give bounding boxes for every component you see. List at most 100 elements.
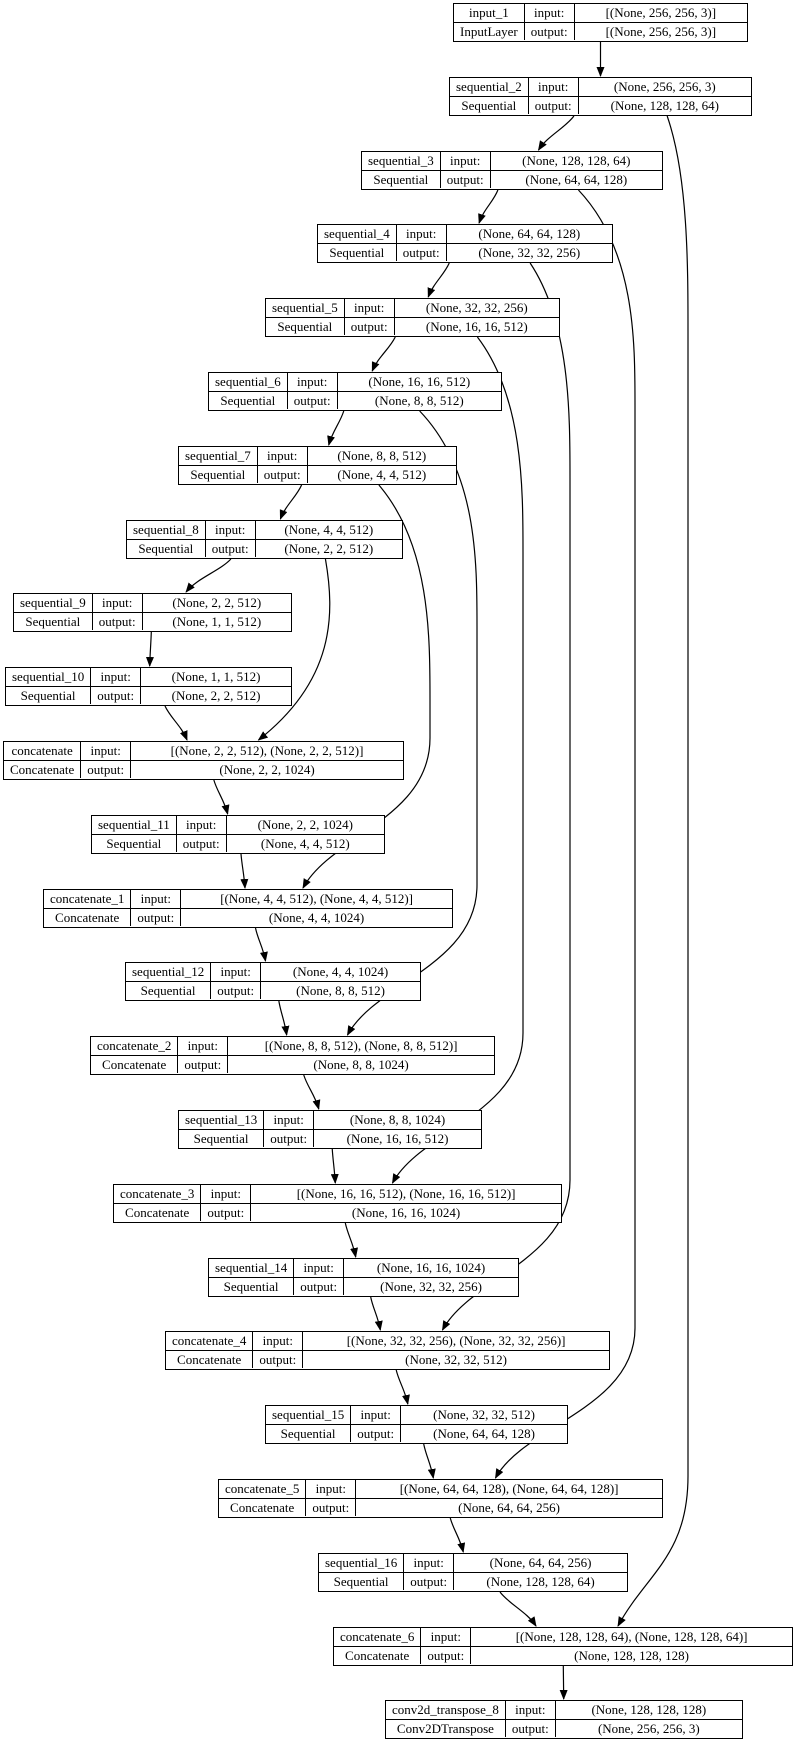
output-label: output: xyxy=(175,834,226,852)
edge-sequential_9-to-sequential_10 xyxy=(145,631,154,667)
output-shape: (None, 16, 16, 512) xyxy=(393,317,559,335)
input-label: input: xyxy=(252,1332,302,1350)
layer-type: Concatenate xyxy=(91,1055,178,1073)
input-label: input: xyxy=(200,1185,250,1203)
edge-sequential_14-to-concatenate_4 xyxy=(370,1296,383,1331)
output-shape: (None, 16, 16, 1024) xyxy=(250,1203,561,1221)
output-shape: (None, 16, 16, 512) xyxy=(313,1129,481,1147)
output-label: output: xyxy=(350,1424,401,1442)
input-shape: (None, 32, 32, 256) xyxy=(393,299,559,317)
output-shape: [(None, 256, 256, 3)] xyxy=(573,22,747,40)
layer-name: concatenate_3 xyxy=(120,1186,195,1201)
output-shape: (None, 2, 2, 1024) xyxy=(130,760,403,778)
input-shape: (None, 1, 1, 512) xyxy=(140,668,291,686)
output-label: output: xyxy=(527,96,578,114)
layer-type: Sequential xyxy=(209,1277,294,1295)
output-label: output: xyxy=(403,1572,454,1590)
output-label: output: xyxy=(439,170,490,188)
layer-name: sequential_11 xyxy=(98,817,170,832)
edge-sequential_11-to-concatenate_1 xyxy=(240,853,249,889)
edge-sequential_8-to-sequential_9 xyxy=(185,558,232,593)
edge-concatenate_3-to-sequential_14 xyxy=(344,1222,358,1258)
output-shape: (None, 128, 128, 64) xyxy=(577,96,751,114)
layer-name: sequential_3 xyxy=(368,153,434,168)
input-label: input: xyxy=(523,4,574,22)
layer-name: concatenate_4 xyxy=(172,1333,247,1348)
edge-sequential_8-to-concatenate xyxy=(257,558,331,741)
layer-name: sequential_9 xyxy=(20,595,86,610)
layer-type: Concatenate xyxy=(334,1646,421,1664)
input-label: input: xyxy=(439,152,490,170)
layer-type: Sequential xyxy=(209,391,287,409)
edge-sequential_10-to-concatenate xyxy=(164,705,188,741)
layer-name: sequential_12 xyxy=(132,964,205,979)
input-shape: [(None, 2, 2, 512), (None, 2, 2, 512)] xyxy=(130,742,403,760)
input-shape: [(None, 8, 8, 512), (None, 8, 8, 512)] xyxy=(227,1037,494,1055)
output-label: output: xyxy=(343,317,394,335)
layer-type: Sequential xyxy=(266,1424,351,1442)
layer-type: Sequential xyxy=(126,981,211,999)
output-shape: (None, 4, 4, 1024) xyxy=(180,908,452,926)
input-shape: (None, 16, 16, 512) xyxy=(336,373,501,391)
edge-concatenate_5-to-sequential_16 xyxy=(449,1517,466,1553)
edge-sequential_3-to-sequential_4 xyxy=(478,189,499,224)
layer-name: sequential_4 xyxy=(324,226,390,241)
edge-sequential_6-to-concatenate_2 xyxy=(346,410,478,1036)
input-label: input: xyxy=(403,1554,453,1572)
input-label: input: xyxy=(80,742,130,760)
edge-sequential_4-to-concatenate_4 xyxy=(441,262,571,1331)
input-label: input: xyxy=(293,1259,343,1277)
layer-name: sequential_16 xyxy=(325,1555,398,1570)
edge-sequential_2-to-concatenate_6 xyxy=(617,115,689,1627)
input-shape: [(None, 256, 256, 3)] xyxy=(573,4,747,22)
layer-name: sequential_10 xyxy=(12,669,85,684)
output-shape: (None, 64, 64, 128) xyxy=(489,170,662,188)
output-label: output: xyxy=(204,539,255,557)
output-shape: (None, 64, 64, 256) xyxy=(355,1498,662,1516)
input-shape: (None, 32, 32, 512) xyxy=(400,1406,567,1424)
output-shape: (None, 8, 8, 512) xyxy=(260,981,420,999)
output-label: output: xyxy=(286,391,337,409)
input-shape: (None, 8, 8, 1024) xyxy=(313,1111,481,1129)
edge-sequential_12-to-concatenate_2 xyxy=(278,1000,290,1036)
output-label: output: xyxy=(256,465,307,483)
layer-type: Sequential xyxy=(92,834,176,852)
edge-sequential_6-to-sequential_7 xyxy=(327,410,345,446)
layer-type: InputLayer xyxy=(454,22,524,40)
output-label: output: xyxy=(305,1498,356,1516)
output-label: output: xyxy=(91,612,142,630)
output-label: output: xyxy=(200,1203,251,1221)
output-shape: (None, 2, 2, 512) xyxy=(140,686,291,704)
edge-sequential_4-to-sequential_5 xyxy=(427,262,450,298)
layer-type: Sequential xyxy=(318,243,396,261)
output-shape: (None, 4, 4, 512) xyxy=(306,465,456,483)
edge-sequential_13-to-concatenate_3 xyxy=(330,1148,339,1184)
layer-type: Sequential xyxy=(127,539,205,557)
output-label: output: xyxy=(90,686,141,704)
layer-type: Concatenate xyxy=(166,1350,253,1368)
edge-sequential_5-to-sequential_6 xyxy=(371,336,396,372)
edge-concatenate_1-to-sequential_12 xyxy=(254,927,268,962)
edge-sequential_16-to-concatenate_6 xyxy=(499,1591,537,1627)
layer-name: sequential_13 xyxy=(185,1112,258,1127)
node-concatenate_4: concatenate_4 input:[(None, 32, 32, 256),… xyxy=(165,1331,610,1370)
output-shape: (None, 32, 32, 256) xyxy=(445,243,612,261)
input-shape: [(None, 32, 32, 256), (None, 32, 32, 256… xyxy=(302,1332,609,1350)
